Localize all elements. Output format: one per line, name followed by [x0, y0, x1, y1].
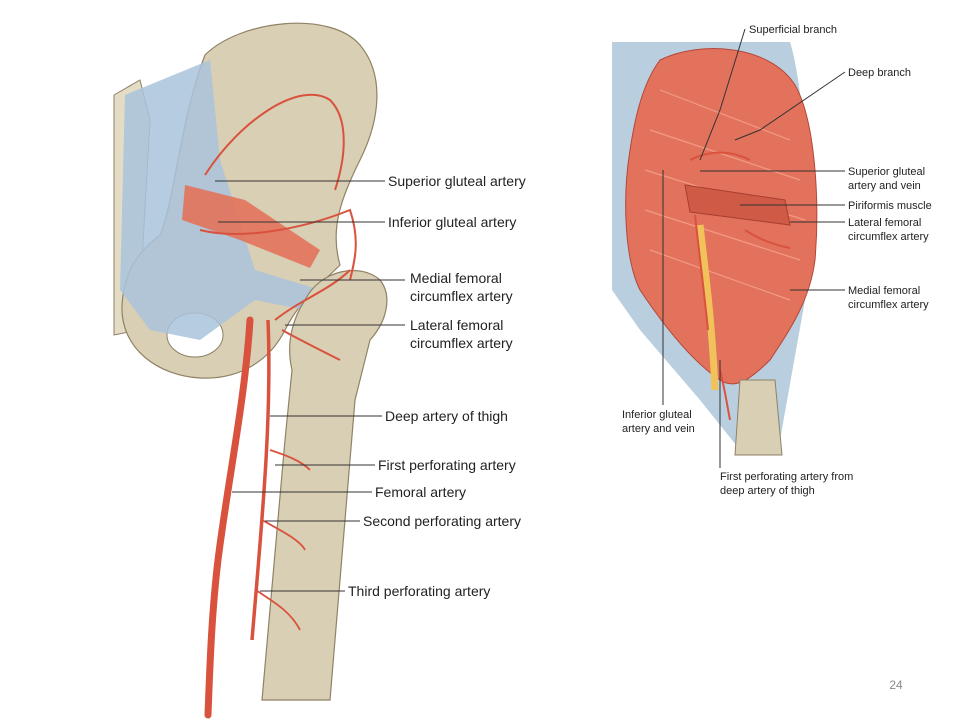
label-lateral-femoral-line2: circumflex artery	[410, 335, 513, 351]
circumflex-branches	[274, 269, 351, 361]
label-medial-femoral-line2: circumflex artery	[848, 299, 929, 311]
label-inferior-gluteal-line2: artery and vein	[622, 423, 695, 435]
label-third-perforating-artery: Third perforating artery	[348, 583, 490, 599]
left-hip-artery-illustration: Superior gluteal artery Inferior gluteal…	[113, 22, 526, 719]
sciatic-nerve	[696, 224, 719, 391]
label-inferior-gluteal-line1: Inferior gluteal	[622, 409, 692, 421]
label-superior-gluteal-line1: Superior gluteal	[848, 166, 925, 178]
leader-line	[734, 71, 846, 141]
label-first-perforating-line2: deep artery of thigh	[720, 485, 815, 497]
right-gluteal-muscle-illustration: Superficial branch Deep branch Superior …	[612, 24, 932, 497]
label-medial-femoral-line2: circumflex artery	[410, 288, 513, 304]
deep-artery-vessel	[250, 319, 271, 641]
superior-gluteal-vessel	[204, 93, 345, 191]
label-lateral-femoral-line1: Lateral femoral	[848, 217, 921, 229]
label-superior-gluteal-line2: artery and vein	[848, 180, 921, 192]
femoral-artery	[204, 316, 254, 719]
slide-number: 24	[889, 678, 903, 692]
label-femoral-artery: Femoral artery	[375, 484, 466, 500]
label-first-perforating-artery: First perforating artery	[378, 457, 516, 473]
label-piriformis-muscle: Piriformis muscle	[848, 200, 932, 212]
perforating-branches	[255, 449, 311, 631]
inferior-gluteal-vessel	[199, 208, 357, 281]
leader-line	[699, 28, 746, 161]
label-inferior-gluteal-artery: Inferior gluteal artery	[388, 214, 516, 230]
piriformis-band	[182, 185, 320, 268]
label-superficial-branch: Superficial branch	[749, 24, 837, 36]
label-deep-artery-of-thigh: Deep artery of thigh	[385, 408, 508, 424]
label-deep-branch: Deep branch	[848, 67, 911, 79]
label-lateral-femoral-line1: Lateral femoral	[410, 317, 503, 333]
label-medial-femoral-line1: Medial femoral	[410, 270, 502, 286]
femur-shaft	[734, 379, 783, 456]
label-second-perforating-artery: Second perforating artery	[363, 513, 521, 529]
femur	[261, 269, 388, 701]
label-medial-femoral-line1: Medial femoral	[848, 285, 920, 297]
label-lateral-femoral-line2: circumflex artery	[848, 231, 929, 243]
gluteal-vessels	[689, 151, 791, 421]
label-superior-gluteal-artery: Superior gluteal artery	[388, 173, 526, 189]
label-first-perforating-line1: First perforating artery from	[720, 471, 853, 483]
piriformis-muscle	[684, 184, 791, 226]
